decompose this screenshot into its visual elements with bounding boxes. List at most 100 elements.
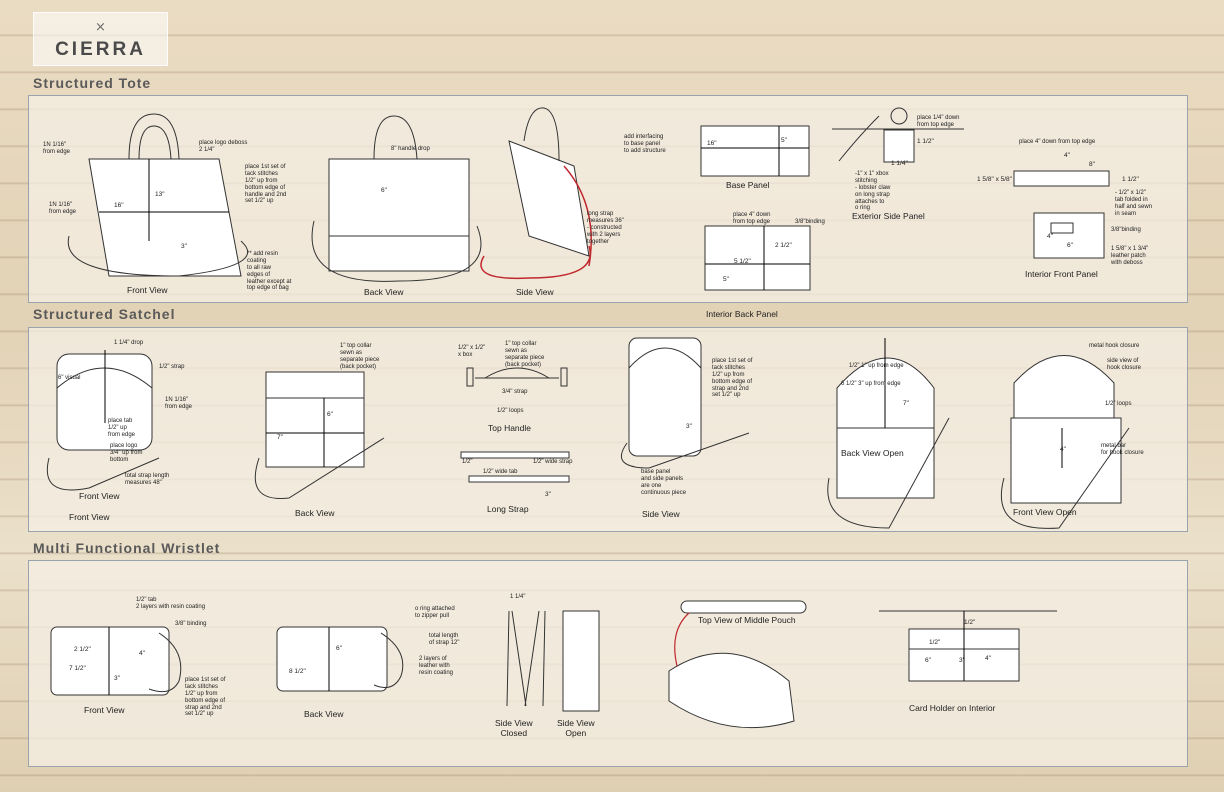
tote-dim-ib5b: 5"	[723, 276, 729, 283]
satchel-back-bag	[254, 371, 385, 499]
section-title-tote: Structured Tote	[33, 75, 152, 91]
wristlet-side-open-label: Side View Open	[557, 718, 595, 738]
satchel-front-bag	[47, 350, 160, 491]
satchel-note-side-hook: side view of hook closure	[1107, 358, 1142, 371]
satchel-note-tack: place 1st set of tack stitches 1/2" up f…	[712, 358, 753, 399]
tote-note-leather-patch: 1 5/8" x 1 3/4" leather patch with debos…	[1111, 246, 1149, 266]
tote-dim-es1: 1 1/2"	[917, 138, 934, 145]
satchel-note-xbox: 1/2" x 1/2" x box	[458, 345, 486, 358]
tote-note-deboss: place logo deboss 2 1/4"	[199, 140, 248, 153]
wristlet-note-side-width: 1 1/4"	[510, 594, 526, 600]
satchel-long-strap-label: Long Strap	[487, 504, 529, 514]
tote-note-place4-top: place 4" down from top edge	[1019, 139, 1096, 145]
tote-panel: Front View Back View Side View Base Pane…	[28, 95, 1188, 303]
tote-dim-if4: 4"	[1064, 152, 1070, 159]
wristlet-card-holder-label: Card Holder on Interior	[909, 703, 996, 713]
tote-note-edge-2: 1N 1/16" from edge	[49, 202, 77, 215]
tote-interior-back-drawing	[704, 225, 811, 291]
tote-dim-ib2: 2 1/2"	[775, 242, 792, 249]
satchel-front-view-open-label: Front View Open	[1013, 507, 1077, 517]
wristlet-side-open-drawing	[562, 610, 600, 712]
wristlet-note-strap-length: total length of strap 12"	[429, 633, 460, 646]
satchel-front-view-label: Front View	[79, 491, 120, 501]
satchel-dim-6: 6"	[327, 411, 333, 418]
satchel-dim-4: 4"	[1060, 446, 1066, 453]
satchel-note-hook: metal hook closure	[1089, 343, 1140, 349]
wristlet-front-view-label: Front View	[84, 705, 125, 715]
brand-logo[interactable]: ⨯ CIERRA	[33, 12, 168, 66]
wristlet-middle-pouch-drawing	[668, 600, 807, 729]
wristlet-dim-f7: 7 1/2"	[69, 665, 86, 672]
satchel-note-edge: 1N 1/16" from edge	[165, 397, 193, 410]
cross-arrows-icon: ⨯	[95, 19, 106, 34]
satchel-note-strap: 1/2" strap	[159, 364, 185, 370]
tote-note-resin: ** add resin coating to all raw edges of…	[247, 251, 292, 292]
satchel-side-bag	[621, 337, 750, 469]
satchel-top-handle-drawing	[466, 367, 568, 387]
tote-back-view-label: Back View	[364, 287, 404, 297]
satchel-front-open-bag	[1000, 355, 1130, 529]
wristlet-dim-b8: 8 1/2"	[289, 668, 306, 675]
tote-interior-front-drawing	[1013, 170, 1110, 259]
tote-note-interfacing: add interfacing to base panel to add str…	[624, 134, 666, 154]
wristlet-dim-c3: 3"	[959, 657, 965, 664]
tote-dim-bp16: 16"	[707, 140, 717, 147]
satchel-dim-3b: 3"	[545, 491, 551, 498]
satchel-note-up3: 6 1/2" 3" up from edge	[841, 381, 901, 387]
satchel-note-wide-strap: 1/2" wide strap	[533, 459, 573, 465]
satchel-dim-7: 7"	[277, 434, 283, 441]
satchel-note-drop: 1 1/4" drop	[114, 340, 144, 346]
satchel-note-loops2: 1/2" loops	[1105, 401, 1132, 407]
tote-dim-3: 3"	[181, 243, 187, 250]
satchel-note-metal-bar: metal bar for hook closure	[1101, 443, 1144, 456]
section-title-wristlet: Multi Functional Wristlet	[33, 540, 221, 556]
wristlet-card-holder-drawing	[879, 610, 1057, 682]
wristlet-dim-f2: 2 1/2"	[74, 646, 91, 653]
satchel-back-view-open-label: Back View Open	[841, 448, 904, 458]
tote-base-panel-drawing	[700, 125, 810, 177]
satchel-drawings	[47, 337, 1130, 529]
wristlet-dim-f3: 3"	[114, 675, 120, 682]
wristlet-dim-b6: 6"	[336, 645, 342, 652]
satchel-note-loops: 1/2" loops	[497, 408, 524, 414]
wristlet-note-oring: o ring attached to zipper pull	[415, 606, 455, 619]
satchel-back-open-bag	[827, 338, 950, 529]
wristlet-back-view-label: Back View	[304, 709, 344, 719]
satchel-note-base-panel: base panel and side panels are one conti…	[641, 469, 687, 496]
tote-back-bag	[311, 115, 482, 282]
tote-note-place4: place 4" down from top edge	[733, 212, 771, 225]
tote-note-binding2: 3/8"binding	[1111, 227, 1141, 233]
satchel-note-visual: 6" visual	[58, 375, 81, 381]
satchel-back-view-label: Back View	[295, 508, 335, 518]
satchel-long-strap-drawing	[460, 451, 570, 483]
tote-base-panel-label: Base Panel	[726, 180, 770, 190]
satchel-note-collar-back: 1" top collar sewn as separate piece (ba…	[340, 343, 380, 370]
tote-dim-if8: 8"	[1089, 161, 1095, 168]
satchel-note-strap34: 3/4" strap	[502, 389, 528, 395]
tote-dim-if6: 6"	[1067, 242, 1073, 249]
tote-dim-bp5: 5"	[781, 137, 787, 144]
wristlet-drawings	[50, 600, 1057, 729]
tote-dim-if4b: 4"	[1047, 233, 1053, 240]
tote-dim-6: 6"	[381, 187, 387, 194]
tote-note-tack: place 1st set of tack stitches 1/2" up f…	[245, 164, 287, 205]
tote-note-tab-folded: - 1/2" x 1/2" tab folded in half and sew…	[1115, 190, 1153, 217]
tote-side-view-label: Side View	[516, 287, 554, 297]
tote-interior-front-label: Interior Front Panel	[1025, 269, 1098, 279]
wristlet-side-closed-label: Side View Closed	[495, 718, 533, 738]
satchel-top-handle-label: Top Handle	[488, 423, 532, 433]
wristlet-note-layers: 2 layers of leather with resin coating	[419, 656, 454, 676]
satchel-panel: Front View Front View Back View Top Hand…	[28, 327, 1188, 532]
satchel-note-up1: 1/2" 1" up from edge	[849, 363, 904, 369]
satchel-note-logo: place logo 3/4" up from bottom	[110, 443, 143, 463]
wristlet-panel: Front View Back View Side View Closed Si…	[28, 560, 1188, 767]
tote-note-edge-1: 1N 1/16" from edge	[43, 142, 71, 155]
tote-note-long-strap: long strap measures 36" - constructed wi…	[587, 211, 624, 245]
wristlet-note-tab: 1/2" tab 2 layers with resin coating	[136, 597, 206, 610]
satchel-dim-3: 3"	[686, 423, 692, 430]
wristlet-back-drawing	[276, 626, 404, 692]
tote-note-binding: 3/8"binding	[795, 219, 825, 225]
tote-front-bag	[67, 113, 248, 277]
wristlet-dim-c6: 6"	[925, 657, 931, 664]
tote-dim-if1: 1 1/2"	[1122, 176, 1139, 183]
